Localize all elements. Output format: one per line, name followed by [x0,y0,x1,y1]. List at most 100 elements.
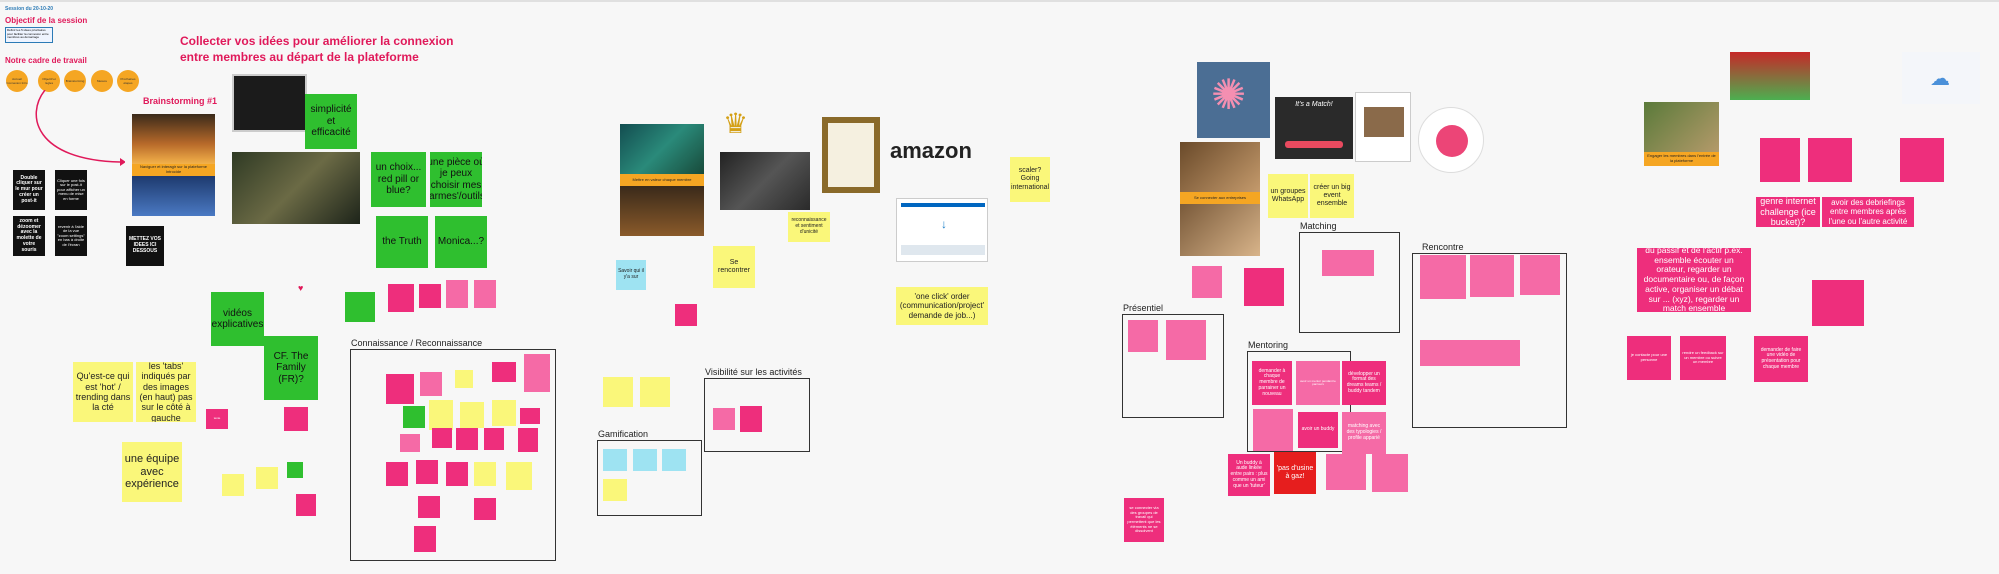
note-gaz[interactable]: 'pas d'usine à gaz! [1274,452,1316,494]
small-note[interactable] [1900,138,1944,182]
small-note[interactable] [1420,255,1466,299]
note-debrief[interactable]: du passif et de l'actif p.ex. ensemble é… [1637,248,1751,312]
photo-gps[interactable] [232,74,307,132]
note-room[interactable]: une pièce où je peux choisir mes 'armes'… [430,152,482,207]
small-note[interactable] [713,408,735,430]
small-note[interactable] [603,449,627,471]
frame-matching[interactable] [1299,232,1400,333]
frame-rencontre[interactable] [1412,253,1567,428]
note-savoir[interactable]: Savoir qui il y'a sur [616,260,646,290]
note-contact[interactable]: je contacte pour une personne [1627,336,1671,380]
photo-peacock[interactable] [620,124,704,174]
small-note[interactable] [492,400,516,426]
photo-graduates[interactable] [720,152,810,210]
small-note[interactable] [1322,250,1374,276]
small-note[interactable] [524,354,550,392]
frame-connaissance[interactable] [350,349,556,561]
small-note[interactable] [633,449,657,471]
photo-man[interactable] [620,186,704,236]
note-tabs[interactable]: les 'tabs' indiqués par des images (en h… [136,362,196,422]
note-one-click[interactable]: 'one click' order (communication/project… [896,287,988,325]
note-red-pill[interactable]: un choix... red pill or blue? [371,152,426,207]
photo-amazon-page[interactable]: ↓ [896,198,988,262]
small-note[interactable] [1420,340,1520,366]
photo-navigate[interactable] [132,114,215,164]
small-note[interactable] [492,362,516,382]
note-trending[interactable]: Qu'est-ce qui est 'hot' / trending dans … [73,362,133,422]
photo-team[interactable] [1730,52,1810,100]
small-note[interactable] [603,479,627,501]
small-note[interactable] [256,467,278,489]
note-video-member[interactable]: demander de faire une vidéo de présentat… [1754,336,1808,382]
framework-step-4[interactable]: Mesure [91,70,113,92]
photo-tinder[interactable]: It's a Match! [1275,97,1353,159]
small-note[interactable] [296,494,316,516]
framework-step-2[interactable]: Objectif et règles [38,70,60,92]
instruction-put-ideas[interactable]: METTEZ VOS IDEES ICI DESSOUS [126,226,164,266]
small-note[interactable]: texte [206,409,228,429]
small-note[interactable] [484,428,504,450]
small-note[interactable] [1760,138,1800,182]
small-note[interactable] [460,402,484,428]
note-simplicity[interactable]: simplicité et efficacité [305,94,357,149]
small-note[interactable] [345,292,375,322]
small-note[interactable] [1520,255,1560,295]
note-feedback[interactable]: rendre un feedback sur un membre ou suiv… [1680,336,1726,380]
small-note[interactable] [1812,280,1864,326]
small-note[interactable] [400,434,420,452]
frame-gamification[interactable] [597,440,702,516]
note-family[interactable]: CF. The Family (FR)? [264,336,318,400]
small-note[interactable] [474,498,496,520]
framework-step-1[interactable]: Accueil Connexion Intro [6,70,28,92]
note-truth[interactable]: the Truth [376,216,428,268]
small-note[interactable] [446,462,468,486]
small-note[interactable] [1128,320,1158,352]
small-note[interactable] [419,284,441,308]
small-note[interactable] [506,462,532,490]
instruction-double-click[interactable]: Double cliquer sur le mur pour créer un … [13,170,45,210]
note-recognition[interactable]: reconnaissance et sentiment d'unicité [788,212,830,242]
photo-vr[interactable] [132,176,215,216]
small-note[interactable] [455,370,473,388]
small-note[interactable] [284,407,308,431]
small-note[interactable] [386,462,408,486]
small-note[interactable] [403,406,425,428]
small-note[interactable] [1192,266,1222,298]
small-note[interactable] [429,400,453,430]
small-note[interactable] [1372,454,1408,492]
note-scaler[interactable]: scaler? Going international [1010,157,1050,202]
small-note[interactable] [418,496,440,518]
amazon-logo[interactable]: amazon [890,138,972,163]
small-note[interactable] [388,284,414,312]
small-note[interactable] [1166,320,1206,360]
note-buddy[interactable]: Un buddy à aude linkée entre pairs : plu… [1228,454,1270,496]
note-matching[interactable]: matching avec des typologies / profile a… [1342,412,1386,454]
note-challenge[interactable]: genre internet challenge (ice bucket)? [1756,197,1820,227]
small-note[interactable] [1244,268,1284,306]
small-note[interactable] [287,462,303,478]
small-note[interactable] [432,428,452,448]
small-note[interactable] [456,428,478,450]
instruction-zoom[interactable]: zoom et dézoomer avec la molette de votr… [13,216,45,256]
note-whatsapp[interactable]: un groupes WhatsApp [1268,174,1308,218]
note-mentor[interactable]: avoir un buddy [1298,412,1338,448]
small-note[interactable] [386,374,414,404]
photo-network[interactable]: ☁ [1902,52,1980,104]
small-note[interactable] [518,428,538,452]
small-note[interactable] [1470,255,1514,297]
note-connect-group[interactable]: se connecter via des groupes de travail … [1124,498,1164,542]
instruction-return[interactable]: revenir à l'aide de la vue "zoom setting… [55,216,87,256]
note-team[interactable]: une équipe avec expérience [122,442,182,502]
photo-wheel[interactable] [1418,107,1484,173]
small-note[interactable] [420,372,442,396]
small-note[interactable] [675,304,697,326]
note-avoir-mentor[interactable]: avoir un mentor pendant le parcours [1296,361,1340,405]
small-note[interactable] [474,280,496,308]
note-rencontrer[interactable]: Se rencontrer [713,246,755,288]
small-note[interactable] [1326,454,1366,490]
photo-friends[interactable] [1644,102,1719,152]
photo-colleagues[interactable] [1180,142,1260,192]
note-developper[interactable]: développer un format des dreams teams / … [1342,361,1386,405]
photo-frame[interactable] [822,117,880,193]
